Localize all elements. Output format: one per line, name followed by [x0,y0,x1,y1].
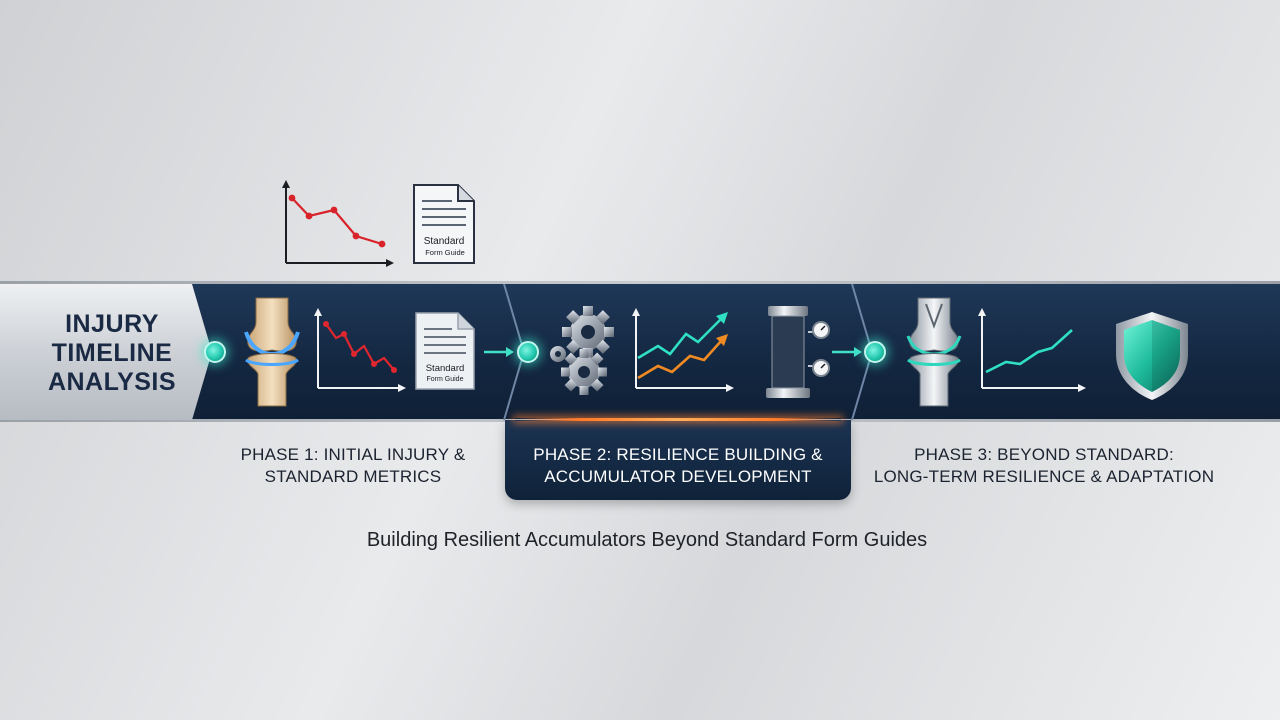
phase-1-line-1: PHASE 1: INITIAL INJURY & [240,445,466,464]
document-label-line1: Standard [426,363,465,374]
phase-2-line-1: PHASE 2: RESILIENCE BUILDING & [533,445,823,464]
arrow-right-icon [484,347,514,357]
phase-2-glow-line [515,418,841,421]
title-line-2: TIMELINE [51,339,173,367]
document-label-line2: Form Guide [425,248,465,257]
title-plate [0,284,212,420]
document-label-line2: Form Guide [427,376,464,383]
phase-1-label: PHASE 1: INITIAL INJURY & STANDARD METRI… [212,444,494,488]
knee-joint-icon [244,297,300,407]
steady-growth-chart-icon [978,308,1086,392]
spring-accumulator-icon [766,306,830,398]
document-icon: Standard Form Guide [414,311,476,391]
diagram-title: INJURY TIMELINE ANALYSIS [22,310,202,397]
diagram-subtitle: Building Resilient Accumulators Beyond S… [366,529,928,551]
phase-2-highlight-box [505,420,851,500]
gears-icon [550,306,614,395]
timeline-node-2 [517,341,539,363]
title-line-3: ANALYSIS [47,368,177,396]
phase-3-label: PHASE 3: BEYOND STANDARD: LONG-TERM RESI… [860,444,1228,488]
document-label-line1: Standard [424,236,465,247]
phase-3-line-1: PHASE 3: BEYOND STANDARD: [914,445,1174,464]
shield-icon [1116,312,1188,400]
band-top-rule [0,281,1280,285]
floating-document-icon: Standard Form Guide [412,183,476,265]
declining-chart-icon [314,308,406,392]
floating-declining-chart-icon [282,180,394,267]
rising-chart-icon [632,308,734,392]
title-line-1: INJURY [65,310,159,338]
phase-3-line-2: LONG-TERM RESILIENCE & ADAPTATION [873,467,1215,486]
metal-knee-icon [906,297,962,407]
phase-2-label: PHASE 2: RESILIENCE BUILDING & ACCUMULAT… [505,444,851,488]
arrow-right-icon [832,347,862,357]
timeline-node-3 [864,341,886,363]
timeline-node-1 [204,341,226,363]
phase-1-line-2: STANDARD METRICS [264,467,442,486]
phase-2-line-2: ACCUMULATOR DEVELOPMENT [544,467,812,486]
